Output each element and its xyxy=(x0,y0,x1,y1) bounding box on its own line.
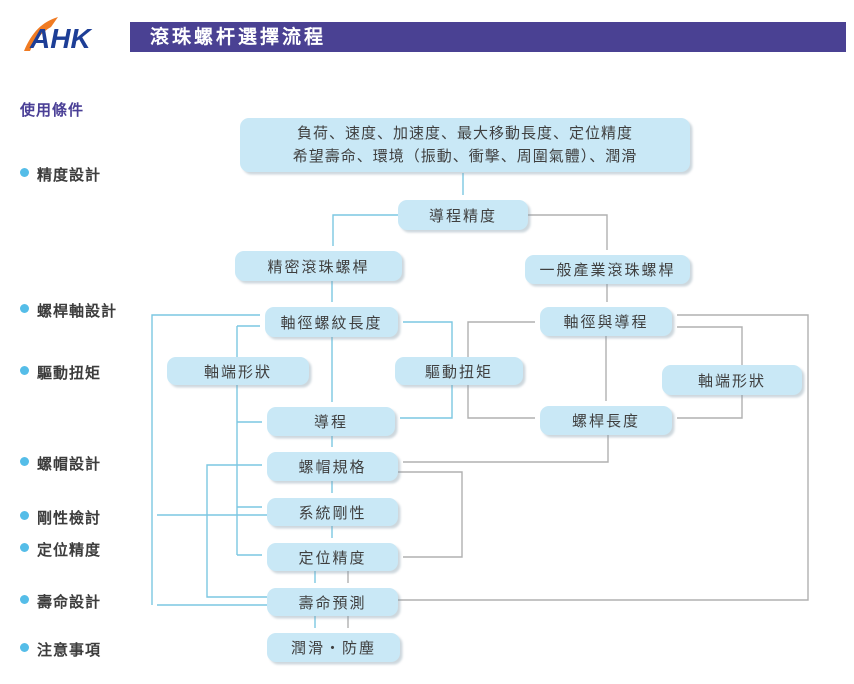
node-usage-conditions-line2: 希望壽命、環境（振動、衝擊、周圍氣體）、潤滑 xyxy=(292,148,638,165)
node-diameter-lead: 軸徑與導程 xyxy=(540,307,672,336)
edge-trunkA-threadlength xyxy=(151,314,260,605)
node-positioning-accuracy: 定位精度 xyxy=(267,543,398,571)
edge-torque-screwlength xyxy=(467,385,535,419)
edge-leadaccuracy-precision xyxy=(332,214,398,246)
edge-torque-lead xyxy=(400,385,453,419)
sidebar-item-nut-design: 螺帽設計 xyxy=(20,453,101,474)
node-system-rigidity: 系統剛性 xyxy=(267,498,398,526)
sidebar-item-rigidity-review: 剛性檢討 xyxy=(20,507,101,528)
node-drive-torque: 驅動扭矩 xyxy=(395,357,523,385)
node-nut-spec: 螺帽規格 xyxy=(267,452,398,481)
sidebar-item-life-design: 壽命設計 xyxy=(20,591,101,612)
edge-nutspec-positioning xyxy=(398,471,463,558)
edge-life-nutspec xyxy=(206,464,267,598)
node-shaft-end-left: 軸端形狀 xyxy=(167,357,309,385)
section-label-usage-conditions: 使用條件 xyxy=(20,102,85,119)
sidebar-item-drive-torque: 驅動扭矩 xyxy=(20,362,101,383)
sidebar-item-accuracy-design: 精度設計 xyxy=(20,164,101,185)
logo-swoosh-icon xyxy=(24,17,58,51)
node-screw-length: 螺桿長度 xyxy=(540,406,672,435)
page-title: 滾珠螺杆選擇流程 xyxy=(130,22,846,52)
node-precision-ballscrew: 精密滾珠螺桿 xyxy=(235,251,402,281)
ahk-logo: AHK xyxy=(22,16,122,56)
node-thread-length: 軸徑螺紋長度 xyxy=(265,307,398,337)
logo-text: AHK xyxy=(29,23,92,54)
sidebar-item-positioning: 定位精度 xyxy=(20,539,101,560)
node-lubrication-dustproof: 潤滑・防塵 xyxy=(267,633,400,662)
edge-torque-dialead xyxy=(467,321,535,357)
node-lead-accuracy: 導程精度 xyxy=(398,200,528,230)
node-usage-conditions: 負荷、速度、加速度、最大移動長度、定位精度 希望壽命、環境（振動、衝擊、周圍氣體… xyxy=(240,118,690,172)
edge-torque-threadlength xyxy=(403,321,453,357)
sidebar-item-notes: 注意事項 xyxy=(20,639,101,660)
edge-shaftendR-dialead xyxy=(677,326,743,365)
node-life-prediction: 壽命預測 xyxy=(267,588,398,616)
sidebar-item-shaft-design: 螺桿軸設計 xyxy=(20,300,117,321)
node-usage-conditions-line1: 負荷、速度、加速度、最大移動長度、定位精度 xyxy=(296,125,633,142)
edge-leadaccuracy-industrial xyxy=(528,214,608,250)
node-industrial-ballscrew: 一般產業滾珠螺桿 xyxy=(525,255,690,284)
edge-screwlength-nutspec xyxy=(403,435,609,463)
node-shaft-end-right: 軸端形狀 xyxy=(662,365,802,395)
node-lead: 導程 xyxy=(267,407,395,436)
edge-shaftendR-screwlength xyxy=(677,395,743,419)
edge-life-dialead-feedback xyxy=(398,314,809,601)
